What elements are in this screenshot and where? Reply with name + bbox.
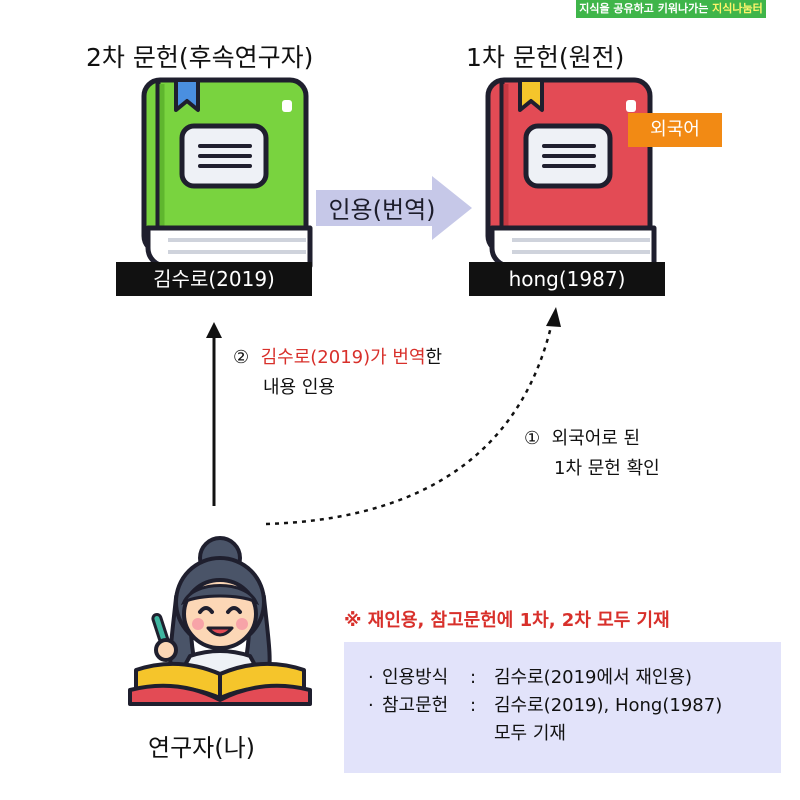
citation-arrow-label: 인용(번역) bbox=[328, 196, 436, 224]
citation-arrow-icon bbox=[316, 176, 472, 240]
notice-row: · 인용방식 : 김수로(2019에서 재인용) bbox=[368, 664, 781, 692]
step-one-marker: ① bbox=[524, 428, 541, 449]
notice-value: 김수로(2019), Hong(1987) bbox=[494, 695, 723, 716]
step-two-line2: 내용 인용 bbox=[263, 377, 335, 398]
notice-headline: ※ 재인용, 참고문헌에 1차, 2차 모두 기재 bbox=[344, 610, 670, 631]
notice-key: 인용방식 bbox=[382, 667, 449, 688]
step-one-line2: 1차 문헌 확인 bbox=[554, 458, 660, 479]
step-two-note: ② 김수로(2019)가 번역한 내용 인용 bbox=[233, 343, 442, 403]
dotted-arrow-line bbox=[265, 317, 555, 526]
notice-bullet: · bbox=[368, 667, 374, 688]
step-two-marker: ② bbox=[233, 347, 250, 368]
researcher-label: 연구자(나) bbox=[148, 734, 256, 762]
site-badge-highlight: 지식나눔터 bbox=[712, 2, 763, 15]
foreign-language-badge: 외국어 bbox=[628, 113, 722, 147]
primary-source-heading: 1차 문헌(원전) bbox=[466, 43, 625, 72]
researcher-reading-icon bbox=[128, 536, 312, 706]
green-book-icon bbox=[141, 77, 313, 269]
site-badge-text: 지식을 공유하고 키워나가는 bbox=[579, 2, 709, 15]
notice-colon: : bbox=[470, 667, 477, 688]
step-two-highlight: 김수로(2019)가 번역 bbox=[260, 347, 426, 368]
primary-author-tag: hong(1987) bbox=[469, 262, 665, 296]
site-badge: 지식을 공유하고 키워나가는 지식나눔터 bbox=[576, 0, 766, 18]
step-one-line1: 외국어로 된 bbox=[551, 428, 641, 449]
notice-row: · 참고문헌 : 김수로(2019), Hong(1987) bbox=[368, 692, 781, 720]
solid-arrowhead-icon bbox=[206, 322, 222, 338]
notice-continuation: 모두 기재 bbox=[494, 723, 566, 744]
notice-colon: : bbox=[470, 695, 477, 716]
notice-bullet: · bbox=[368, 695, 374, 716]
step-one-note: ① 외국어로 된 1차 문헌 확인 bbox=[524, 424, 660, 484]
dotted-arrowhead-icon bbox=[546, 307, 561, 327]
secondary-source-heading: 2차 문헌(후속연구자) bbox=[86, 43, 314, 72]
notice-value: 김수로(2019에서 재인용) bbox=[494, 667, 693, 688]
notice-box: · 인용방식 : 김수로(2019에서 재인용) · 참고문헌 : 김수로(20… bbox=[344, 642, 781, 773]
step-two-suffix: 한 bbox=[425, 347, 443, 368]
notice-key: 참고문헌 bbox=[382, 695, 449, 716]
secondary-author-tag: 김수로(2019) bbox=[116, 262, 312, 296]
